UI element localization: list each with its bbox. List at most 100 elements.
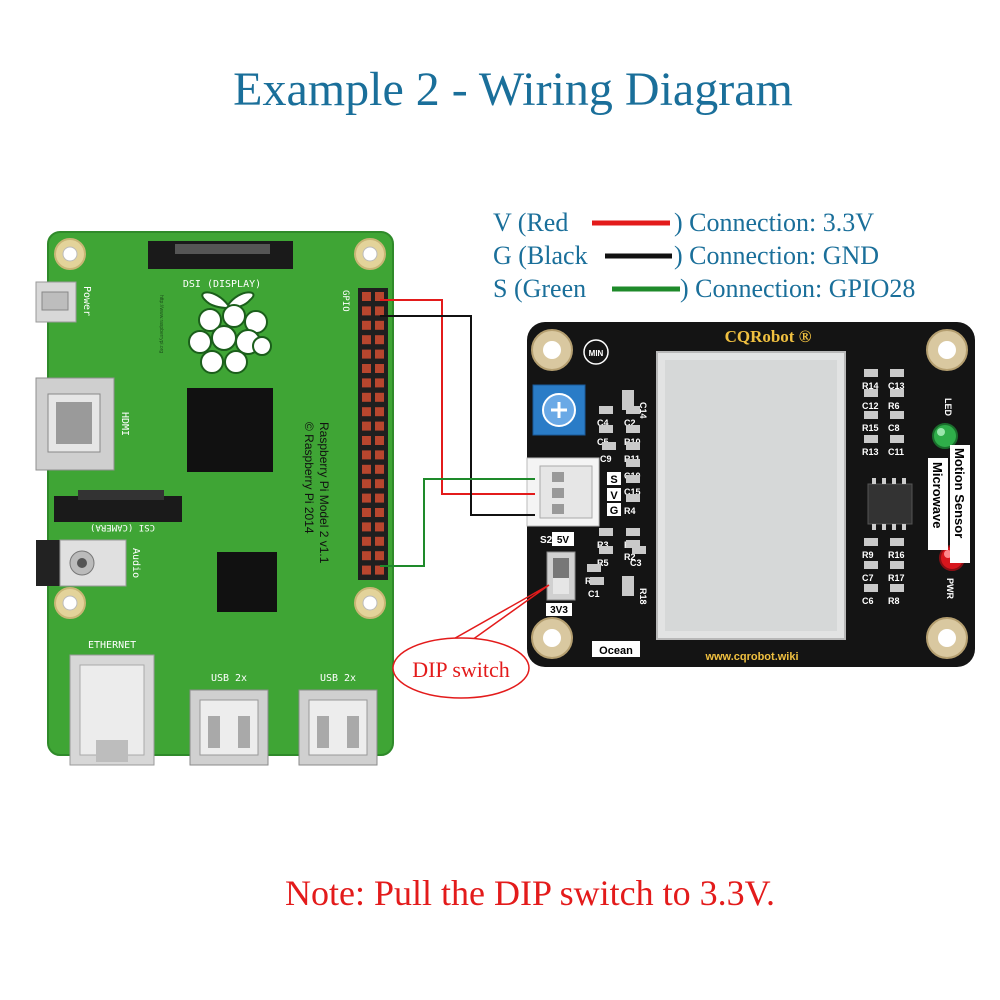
legend-v-prefix: V (Red bbox=[493, 208, 568, 237]
gpio-pin bbox=[362, 306, 371, 316]
component-label: R15 bbox=[862, 423, 879, 433]
gpio-pin bbox=[362, 508, 371, 517]
smd-pad bbox=[626, 406, 640, 414]
smd-pad bbox=[590, 577, 604, 585]
gpio-pin bbox=[375, 522, 384, 532]
pin-s-label: S bbox=[610, 474, 617, 486]
pi-lan-chip bbox=[217, 552, 277, 612]
component-label: C8 bbox=[888, 423, 900, 433]
sensor-ic-chip bbox=[867, 478, 913, 530]
usb2-label: USB 2x bbox=[320, 673, 356, 684]
ethernet-label: ETHERNET bbox=[88, 640, 136, 651]
component-label: C13 bbox=[888, 381, 905, 391]
component-label: R3 bbox=[597, 540, 609, 550]
smd-pad bbox=[890, 369, 904, 377]
gpio-pin bbox=[375, 436, 384, 445]
component-label: C3 bbox=[630, 558, 642, 568]
legend-row-g: G (Black ) Connection: GND bbox=[493, 241, 879, 270]
smd-pad bbox=[626, 442, 640, 450]
gpio-pin bbox=[362, 522, 371, 532]
audio-jack bbox=[36, 539, 127, 587]
gpio-pin bbox=[375, 450, 384, 460]
gpio-pin bbox=[375, 551, 384, 561]
gpio-pin bbox=[362, 436, 371, 445]
smd-pad bbox=[632, 546, 646, 554]
microwave-label: Microwave bbox=[930, 462, 945, 528]
smd-pad bbox=[587, 564, 601, 572]
component-label: R5 bbox=[597, 558, 609, 568]
gpio-pin bbox=[375, 421, 384, 431]
gpio-pin bbox=[375, 493, 384, 503]
callout-bubble bbox=[392, 637, 530, 699]
smd-pad bbox=[864, 369, 878, 377]
wire-red-v bbox=[380, 299, 535, 495]
gpio-pin bbox=[362, 536, 371, 546]
component-label: C12 bbox=[862, 401, 879, 411]
component-label: R14 bbox=[862, 381, 879, 391]
pi-hole-center-tr bbox=[362, 246, 378, 262]
ocean-label: Ocean bbox=[599, 645, 633, 657]
led-label: LED bbox=[943, 398, 953, 417]
smd-pad bbox=[599, 546, 613, 554]
pwr-label: PWR bbox=[945, 578, 955, 599]
smd-pad bbox=[864, 561, 878, 569]
smd-pad bbox=[864, 584, 878, 592]
component-label: R13 bbox=[862, 447, 879, 457]
legend-s-prefix: S (Green bbox=[493, 274, 586, 303]
pi-model-line1: Raspberry Pi Model 2 v1.1 bbox=[317, 422, 331, 564]
note-text: Note: Pull the DIP switch to 3.3V. bbox=[285, 873, 775, 913]
gpio-pin bbox=[375, 464, 384, 474]
gpio-label: GPIO bbox=[340, 290, 350, 312]
smd-pad bbox=[890, 584, 904, 592]
power-label: Power bbox=[81, 286, 92, 316]
gpio-pin bbox=[375, 306, 384, 316]
sensor-brand: CQRobot ® bbox=[725, 327, 812, 346]
smd-pad bbox=[864, 411, 878, 419]
wire-black-g bbox=[380, 315, 535, 516]
component-label: C4 bbox=[597, 418, 609, 428]
antenna-inner bbox=[665, 360, 837, 631]
gpio-pin bbox=[362, 378, 371, 388]
dsi-slot bbox=[175, 244, 270, 254]
component-label: C6 bbox=[862, 596, 874, 606]
legend-row-s: S (Green ) Connection: GPIO28 bbox=[493, 274, 915, 303]
wire-green-s bbox=[380, 478, 535, 567]
dip-switch bbox=[546, 551, 576, 601]
gpio-pin bbox=[362, 493, 371, 503]
component-label: R18 bbox=[638, 588, 648, 605]
gpio-pin bbox=[375, 320, 384, 330]
gpio-pin bbox=[362, 421, 371, 431]
sensor-hole-center-tl bbox=[543, 341, 561, 359]
smd-pad bbox=[890, 435, 904, 443]
component-label: C15 bbox=[624, 487, 641, 497]
potentiometer-knob bbox=[532, 384, 586, 436]
smd-pad bbox=[626, 540, 640, 548]
smd-pad bbox=[890, 389, 904, 397]
gpio-pin bbox=[362, 479, 371, 489]
v5-label: 5V bbox=[557, 535, 570, 546]
power-port bbox=[35, 281, 77, 323]
pin-g-label: G bbox=[610, 505, 619, 517]
gpio-pin bbox=[375, 392, 384, 402]
smd-pad bbox=[626, 425, 640, 433]
smd-pad bbox=[626, 459, 640, 467]
csi-connector bbox=[54, 490, 182, 522]
gpio-pin bbox=[375, 407, 384, 417]
component-label: R4 bbox=[624, 506, 636, 516]
smd-pad bbox=[599, 406, 613, 414]
smd-pad bbox=[890, 561, 904, 569]
smd-pad bbox=[622, 576, 634, 596]
smd-pad bbox=[864, 435, 878, 443]
component-label: R2 bbox=[624, 552, 636, 562]
legend-g-prefix: G (Black bbox=[493, 241, 588, 270]
gpio-pin bbox=[362, 349, 371, 359]
pi-soc-chip bbox=[187, 388, 273, 472]
gpio-pin bbox=[362, 364, 371, 373]
led-green-icon bbox=[932, 423, 958, 449]
gpio-pin bbox=[362, 392, 371, 402]
s2-label: S2 bbox=[540, 535, 553, 546]
gpio-pin bbox=[362, 551, 371, 561]
gpio-pin bbox=[375, 508, 384, 517]
component-label: C1 bbox=[588, 589, 600, 599]
component-label: C11 bbox=[888, 447, 904, 457]
